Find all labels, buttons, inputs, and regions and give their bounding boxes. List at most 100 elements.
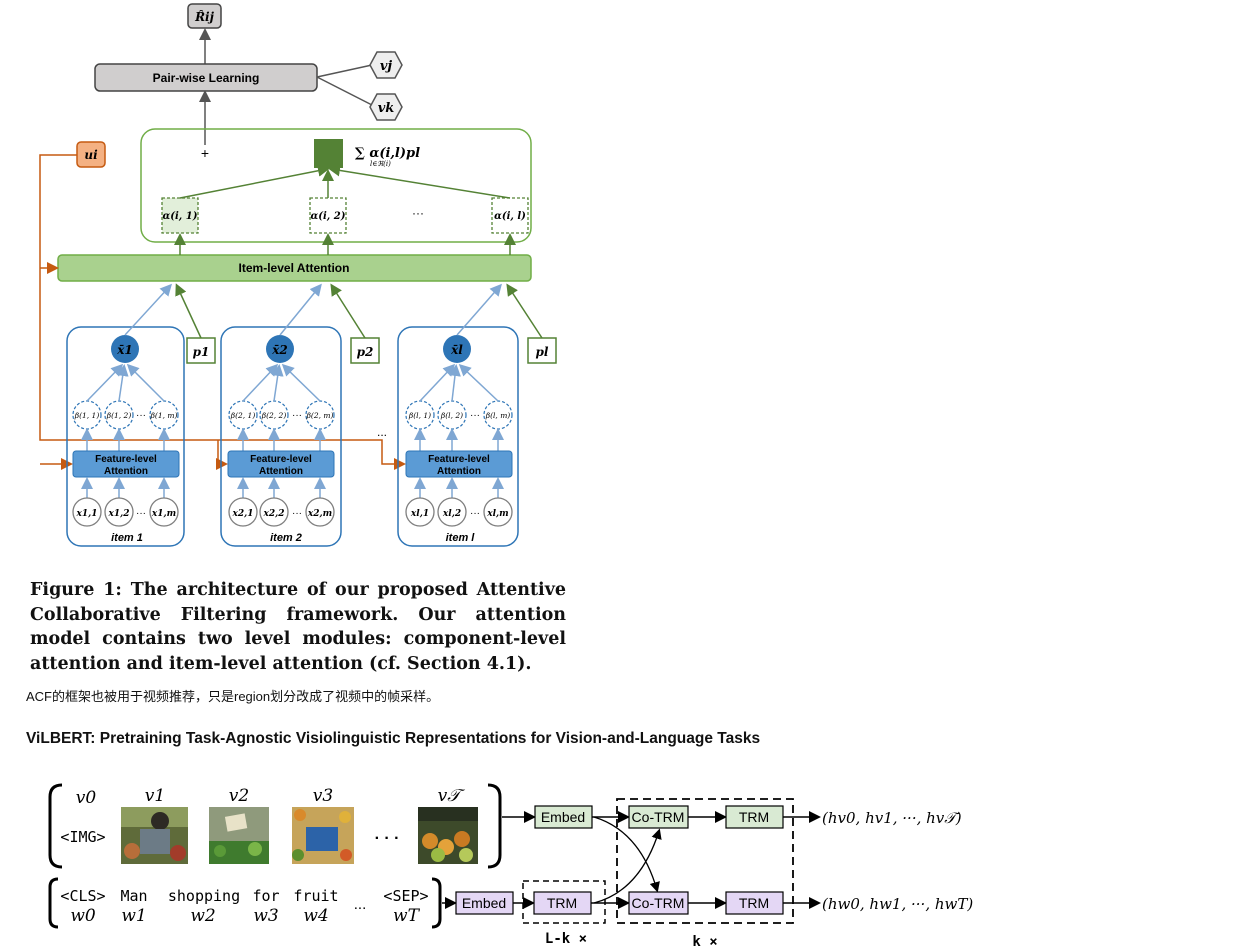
word-sub-w3: w3 [253, 906, 278, 926]
vision-token-vT: v𝒯 [438, 786, 466, 806]
p-label-1: p1 [193, 345, 210, 359]
word-sub-w1: w1 [121, 906, 146, 926]
item-group-l: x̄l pl β(l, 1) β(l, 2) β(l, m) ··· Featu… [397, 283, 557, 547]
text-token-cls: <CLS> [60, 887, 105, 905]
vision-token-v3: v3 [313, 786, 333, 806]
acf-diagram: R̂ij Pair-wise Learning vj vk + ∑ α(i,l)… [39, 3, 557, 547]
img-token: <IMG> [60, 828, 105, 846]
word-sub-w0: w0 [70, 906, 96, 926]
user-label: ui [84, 148, 98, 162]
feature-attention-label: Feature-level [428, 454, 490, 465]
xbar-label-l: x̄l [450, 343, 463, 357]
x-label: x1,1 [75, 509, 97, 519]
svg-text:···: ··· [136, 410, 146, 421]
xbar-label-1: x̄1 [116, 343, 133, 357]
word-sub-w2: w2 [190, 906, 215, 926]
alpha-label-l: α(i, l) [494, 211, 526, 222]
text-token-man: Man [120, 887, 147, 905]
lk-dashed-group [522, 880, 606, 924]
xbar-label-2: x̄2 [271, 343, 288, 357]
x-label: xl,2 [442, 509, 461, 519]
vj-label: vj [380, 59, 393, 74]
embed-label: Embed [462, 895, 506, 911]
x-label: xl,1 [410, 509, 429, 519]
lk-label: L-k × [545, 931, 587, 947]
text-token-fruit: fruit [293, 887, 338, 905]
vk-hexagon [369, 93, 403, 121]
plus-sign: + [201, 145, 209, 161]
p-label-2: p2 [357, 345, 374, 359]
vision-ellipsis: · · · [375, 830, 400, 847]
x-label: x1,2 [107, 509, 129, 519]
image-region-1 [121, 807, 188, 864]
alpha-label-1: α(i, 1) [163, 211, 198, 222]
beta-label: β(2, 2) [261, 411, 287, 420]
svg-text:···: ··· [292, 508, 302, 519]
feature-attention-label: Attention [437, 466, 481, 477]
item-group-1: x̄1 p1 β(1, 1) β(1, 2) β(1, m) ··· Featu… [66, 283, 216, 547]
vk-label: vk [378, 101, 395, 116]
trm-label: TRM [739, 809, 769, 825]
x-label: x2,2 [262, 509, 284, 519]
output-label: R̂ij [194, 9, 215, 24]
image-region-T [418, 807, 478, 864]
text-token-for: for [252, 887, 279, 905]
note-text: ACF的框架也被用于视频推荐，只是region划分改成了视频中的帧采样。 [26, 689, 440, 704]
feature-attention-label: Feature-level [250, 454, 312, 465]
item-level-attention-label: Item-level Attention [239, 261, 350, 275]
weighted-sum-label: ∑ α(i,l)pl [355, 146, 420, 161]
items-ellipsis: ... [377, 425, 387, 439]
svg-text:···: ··· [292, 410, 302, 421]
k-label: k × [692, 934, 717, 950]
item-name-1: item 1 [111, 532, 143, 544]
vilbert-diagram: v0 v1 v2 v3 v𝒯 <IMG> · · · [48, 783, 973, 950]
text-token-sep: <SEP> [383, 887, 428, 905]
beta-label: β(1, 1) [74, 411, 100, 420]
word-sub-wT: wT [393, 906, 421, 926]
feature-attention-label: Attention [104, 466, 148, 477]
vision-output: (hv0, hv1, ···, hv𝒯) [822, 809, 962, 827]
x-label: x1,m [151, 509, 176, 519]
p-label-l: pl [536, 345, 549, 359]
text-token-shopping: shopping [168, 887, 240, 905]
image-region-3 [292, 807, 354, 864]
beta-label: β(2, m) [306, 411, 334, 420]
x-label: x2,m [307, 509, 332, 519]
section-heading: ViLBERT: Pretraining Task-Agnostic Visio… [26, 730, 761, 747]
beta-label: β(l, 1) [408, 411, 431, 420]
beta-label: β(2, 1) [230, 411, 256, 420]
vision-token-v1: v1 [145, 786, 165, 806]
weighted-sum-subscript: l∈ℜ(i) [370, 160, 391, 168]
image-region-2 [209, 807, 269, 864]
beta-label: β(1, m) [150, 411, 178, 420]
item-group-2: x̄2 p2 β(2, 1) β(2, 2) β(2, m) ··· Featu… [220, 283, 380, 547]
trm-label: TRM [739, 895, 769, 911]
figure-caption: Figure 1: The architecture of our propos… [30, 580, 566, 674]
vj-hexagon [369, 51, 403, 79]
weighted-sum-square [314, 139, 343, 168]
beta-label: β(l, 2) [440, 411, 463, 420]
svg-text:···: ··· [470, 508, 480, 519]
text-output: (hw0, hw1, ···, hwT) [822, 895, 973, 913]
svg-text:···: ··· [470, 410, 480, 421]
pairwise-learning-label: Pair-wise Learning [153, 71, 260, 85]
x-label: x2,1 [231, 509, 253, 519]
item-name-2: item 2 [270, 532, 302, 544]
item-name-l: item l [446, 532, 476, 544]
svg-text:···: ··· [136, 508, 146, 519]
feature-attention-label: Feature-level [95, 454, 157, 465]
text-token-ellipsis: ... [354, 896, 367, 913]
alpha-label-2: α(i, 2) [311, 211, 346, 222]
word-sub-w4: w4 [303, 906, 328, 926]
cotrm-label: Co-TRM [632, 809, 685, 825]
alpha-container [140, 128, 532, 243]
x-label: xl,m [486, 509, 508, 519]
trm-label: TRM [547, 895, 577, 911]
cotrm-label: Co-TRM [632, 895, 685, 911]
k-dashed-group [616, 798, 794, 924]
beta-label: β(1, 2) [106, 411, 132, 420]
beta-label: β(l, m) [485, 411, 511, 420]
embed-label: Embed [541, 809, 585, 825]
feature-attention-label: Attention [259, 466, 303, 477]
vision-token-v0: v0 [76, 788, 97, 808]
